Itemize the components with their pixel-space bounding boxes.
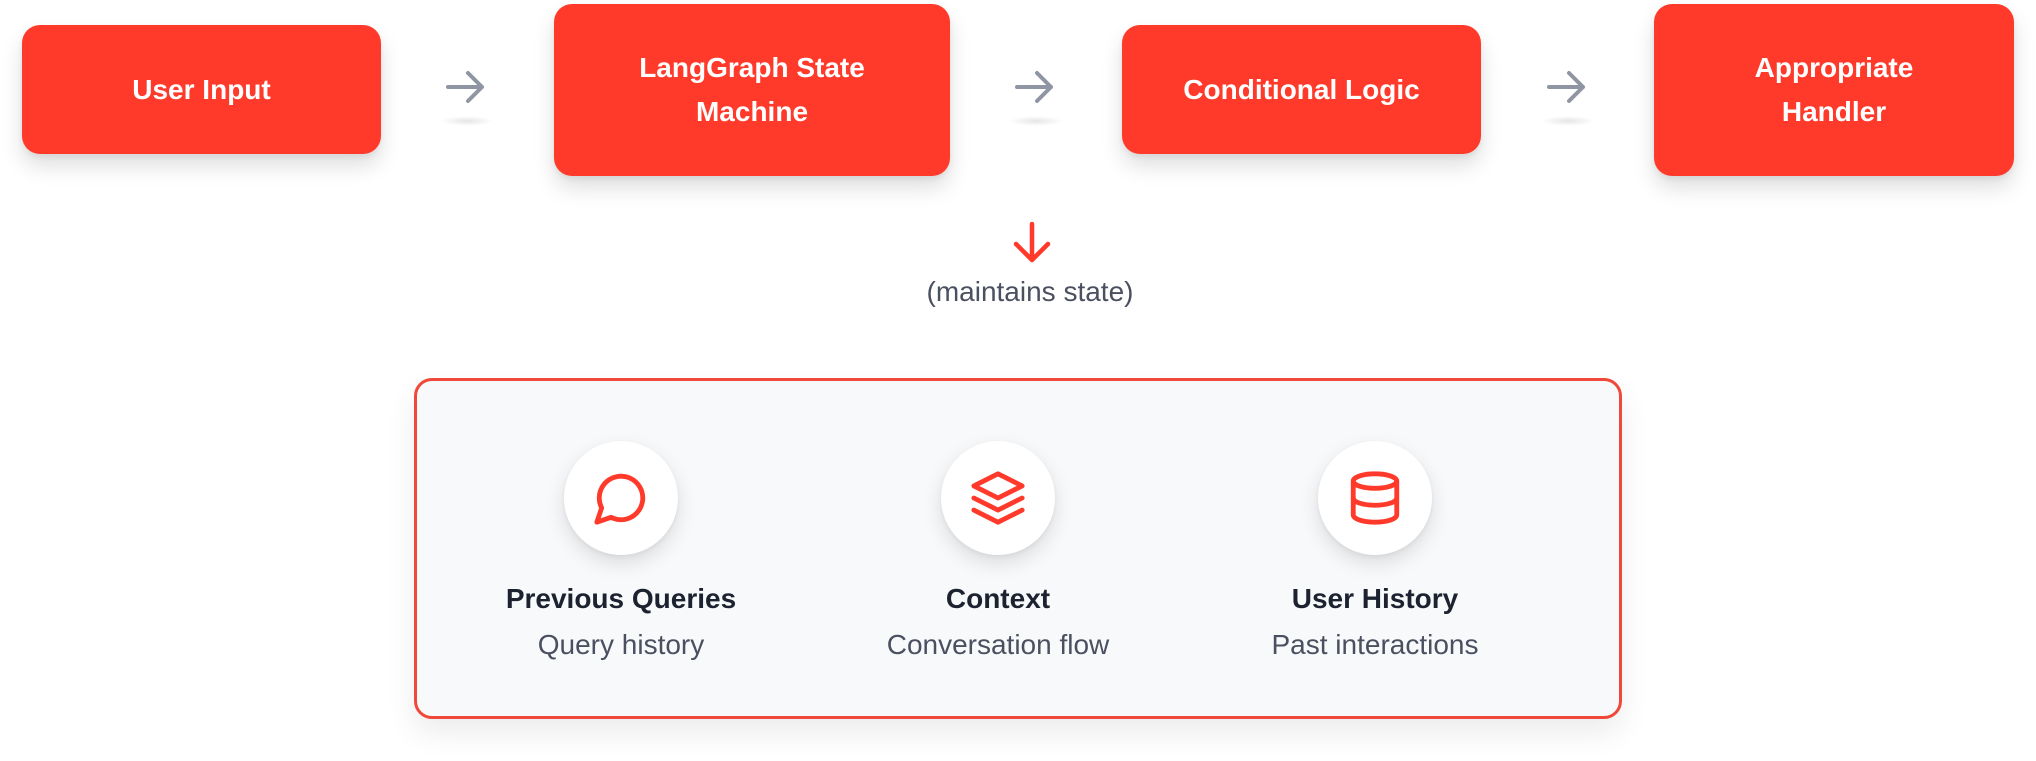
state-item-previous-queries: Previous Queries Query history: [433, 441, 809, 661]
state-item-title: User History: [1291, 583, 1459, 614]
node-langgraph-state-machine: LangGraph State Machine: [554, 4, 950, 176]
layers-icon: [941, 441, 1055, 555]
state-item-context: Context Conversation flow: [810, 441, 1186, 661]
maintains-state-caption: (maintains state): [926, 276, 1134, 307]
chat-bubble-icon: [564, 441, 678, 555]
state-panel: Previous Queries Query history Context C…: [414, 378, 1622, 719]
state-item-title: Context: [945, 583, 1051, 614]
node-handler-label-line-1: Appropriate: [1754, 52, 1914, 83]
arrow-right-icon: [1013, 65, 1057, 109]
node-langgraph-label-line-1: LangGraph State: [639, 52, 865, 83]
node-appropriate-handler: Appropriate Handler: [1654, 4, 2014, 176]
arrow-right-icon: [444, 65, 488, 109]
node-conditional-logic: Conditional Logic: [1122, 25, 1481, 154]
state-item-title: Previous Queries: [505, 583, 737, 614]
state-item-user-history: User History Past interactions: [1187, 441, 1563, 661]
state-item-subtitle: Conversation flow: [886, 629, 1110, 660]
node-langgraph-label-line-2: Machine: [695, 96, 809, 127]
arrow-right-icon: [1545, 65, 1589, 109]
node-conditional-logic-label: Conditional Logic: [1183, 73, 1420, 105]
node-handler-label-line-2: Handler: [1781, 96, 1887, 127]
node-user-input: User Input: [22, 25, 381, 154]
state-item-subtitle: Query history: [537, 629, 705, 660]
node-user-input-label: User Input: [132, 73, 271, 105]
database-icon: [1318, 441, 1432, 555]
state-item-subtitle: Past interactions: [1271, 629, 1479, 660]
arrow-down-icon: [1010, 220, 1054, 268]
